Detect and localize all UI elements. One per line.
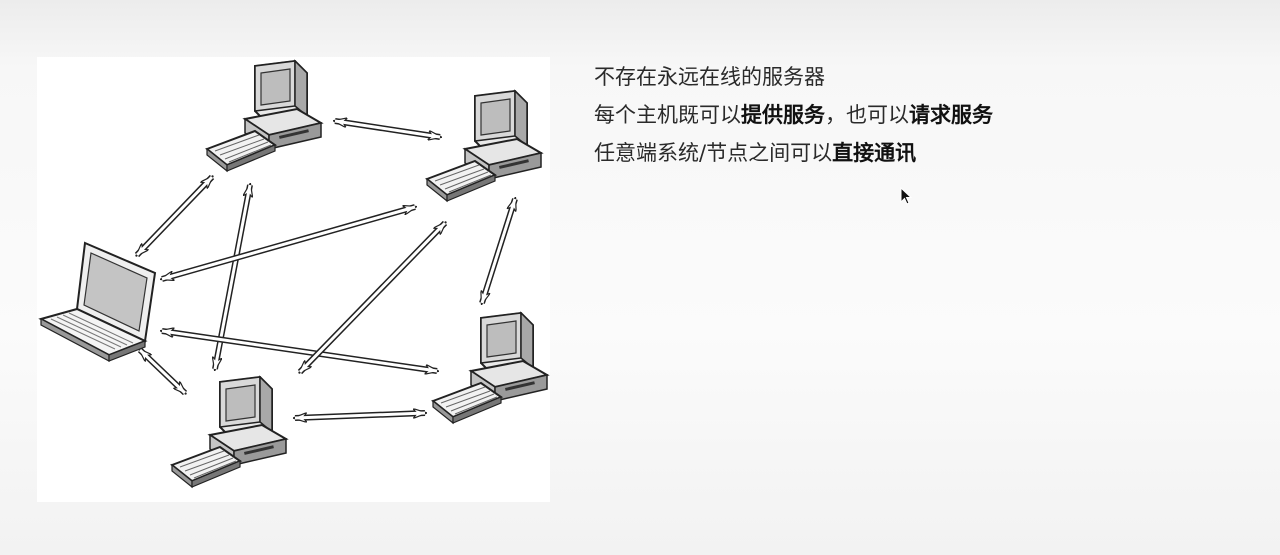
network-diagram-canvas bbox=[37, 57, 550, 502]
link-laptop-rightbottom bbox=[162, 331, 437, 371]
link-top-laptop bbox=[137, 177, 212, 255]
laptop-computer-icon bbox=[41, 243, 155, 361]
text-no-always-on-server: 不存在永远在线的服务器 bbox=[594, 65, 825, 89]
text-line-2: 每个主机既可以提供服务，也可以请求服务 bbox=[594, 96, 1234, 134]
text-line-1: 不存在永远在线的服务器 bbox=[594, 58, 1234, 96]
text-any-end-system: 任意端系统/节点之间可以 bbox=[594, 141, 832, 165]
text-line-3: 任意端系统/节点之间可以直接通讯 bbox=[594, 134, 1234, 172]
mouse-cursor-icon bbox=[900, 187, 914, 207]
desktop-computer-icon bbox=[427, 91, 541, 201]
link-bottom-rightbottom bbox=[295, 413, 425, 418]
text-each-host: 每个主机既可以 bbox=[594, 103, 741, 127]
link-righttop-rightbottom bbox=[482, 199, 515, 303]
connection-arrows bbox=[137, 121, 515, 418]
text-request-service: 请求服务 bbox=[909, 103, 993, 127]
desktop-computer-icon bbox=[207, 61, 321, 171]
link-laptop-righttop bbox=[162, 207, 415, 279]
link-laptop-bottom bbox=[140, 350, 185, 393]
text-provide-service: 提供服务 bbox=[741, 103, 825, 127]
desktop-computer-icon bbox=[433, 313, 547, 423]
link-top-righttop bbox=[335, 121, 440, 137]
desktop-computer-icon bbox=[172, 377, 286, 487]
p2p-network-diagram bbox=[37, 57, 550, 502]
text-also-can: ，也可以 bbox=[825, 103, 909, 127]
slide-text: 不存在永远在线的服务器 每个主机既可以提供服务，也可以请求服务 任意端系统/节点… bbox=[594, 58, 1234, 172]
link-bottom-righttop bbox=[300, 223, 445, 372]
text-direct-communication: 直接通讯 bbox=[832, 141, 916, 165]
